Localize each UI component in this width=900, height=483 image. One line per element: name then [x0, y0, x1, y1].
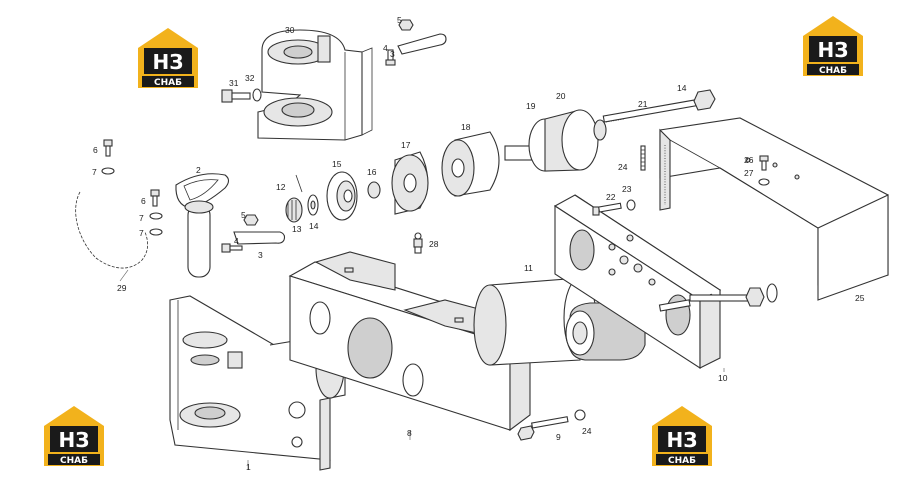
label-2: 2	[196, 165, 201, 175]
label-11: 11	[524, 263, 533, 273]
part-24-washer-lower	[574, 409, 586, 421]
part-4-bolt-upper	[385, 49, 396, 66]
part-27-washer	[758, 178, 770, 186]
part-25-cover	[659, 117, 889, 301]
part-14-washer-small	[307, 194, 319, 216]
part-13-castle-nut	[285, 197, 303, 223]
part-19-20-spool	[504, 109, 607, 172]
part-5-nut-upper	[398, 19, 414, 31]
bolt-plate-right	[689, 283, 778, 307]
part-7-washer-mid-2	[149, 228, 163, 236]
logo-mark: НЗ	[818, 38, 849, 62]
callout-labels: 1 2 3 3 4 4 5 5 6 6 7 7 7 8 9 10 11 12 1…	[92, 15, 865, 472]
label-23: 23	[622, 184, 632, 194]
logo-caption: СНАБ	[668, 456, 696, 466]
label-7-mid-1: 7	[139, 213, 144, 223]
label-15: 15	[332, 159, 342, 169]
logo-bottom-left: НЗ СНАБ	[44, 406, 104, 466]
stud-plate-center	[658, 299, 691, 312]
part-7-washer-mid-1	[149, 212, 163, 220]
logo-top-right: НЗ СНАБ	[803, 16, 863, 76]
part-3-lock-pin-lower	[233, 231, 286, 245]
part-4-bolt-lower	[221, 243, 243, 253]
logo-mark: НЗ	[153, 50, 184, 74]
part-32-washer	[252, 88, 262, 102]
part-26-bolt	[759, 155, 769, 171]
label-9: 9	[556, 432, 561, 442]
label-28: 28	[429, 239, 439, 249]
part-6-bolt-mid	[150, 189, 160, 207]
part-2-coupling-pin	[175, 173, 230, 278]
label-32: 32	[245, 73, 255, 83]
part-23-washer	[626, 199, 636, 211]
part-6-bolt-left	[103, 139, 113, 157]
label-7-left: 7	[92, 167, 97, 177]
label-22: 22	[606, 192, 616, 202]
part-17-disc	[391, 151, 429, 215]
label-3-upper: 3	[390, 49, 395, 59]
logo-caption: СНАБ	[154, 78, 182, 88]
label-10: 10	[718, 373, 728, 383]
label-4-upper: 4	[383, 43, 388, 53]
part-24-stud-upper	[640, 145, 646, 171]
label-7-mid-2: 7	[139, 228, 144, 238]
part-21-long-bolt	[602, 98, 704, 123]
label-12: 12	[276, 182, 286, 192]
label-20: 20	[556, 91, 566, 101]
part-5-nut-lower	[243, 214, 259, 226]
logo-caption: СНАБ	[60, 456, 88, 466]
part-14-nut-long-bolt	[693, 89, 716, 111]
label-5-lower: 5	[241, 210, 246, 220]
part-12-cotter	[295, 174, 303, 193]
label-24-stud: 24	[618, 162, 628, 172]
label-6-left: 6	[93, 145, 98, 155]
logo-mark: НЗ	[59, 428, 90, 452]
part-29-chain	[75, 191, 149, 269]
label-14-nut: 14	[677, 83, 687, 93]
part-16-bushing-small	[367, 181, 381, 199]
label-27: 27	[744, 168, 754, 178]
label-19: 19	[526, 101, 536, 111]
part-9-bolt	[517, 416, 569, 441]
label-17: 17	[401, 140, 411, 150]
logo-mark: НЗ	[667, 428, 698, 452]
part-15-flange	[326, 171, 358, 221]
logo-bottom-mid: НЗ СНАБ	[652, 406, 712, 466]
part-3-lock-pin-upper	[397, 33, 447, 55]
part-28-grease-nipple	[413, 232, 423, 254]
part-10-mounting-plate	[553, 194, 722, 370]
part-7-washer-left	[101, 167, 115, 175]
part-31-bolt	[221, 89, 251, 103]
label-16: 16	[367, 167, 377, 177]
part-30-upper-jaw	[257, 29, 373, 141]
logo-top-left: НЗ СНАБ	[138, 28, 198, 88]
label-5-upper: 5	[397, 15, 402, 25]
label-29: 29	[117, 283, 127, 293]
label-3-lower: 3	[258, 250, 263, 260]
label-13: 13	[292, 224, 302, 234]
label-24-washer: 24	[582, 426, 592, 436]
leader-lines	[119, 269, 725, 470]
label-8: 8	[407, 428, 412, 438]
label-30: 30	[285, 25, 295, 35]
label-4-lower: 4	[234, 236, 239, 246]
label-25: 25	[855, 293, 865, 303]
part-18-bushing-large	[441, 131, 500, 197]
label-18: 18	[461, 122, 471, 132]
label-21: 21	[638, 99, 648, 109]
part-22-bolt	[592, 202, 622, 216]
label-14-small: 14	[309, 221, 319, 231]
label-1: 1	[246, 462, 251, 472]
label-26: 26	[744, 155, 754, 165]
logo-caption: СНАБ	[819, 66, 847, 76]
label-31: 31	[229, 78, 239, 88]
label-6-mid: 6	[141, 196, 146, 206]
